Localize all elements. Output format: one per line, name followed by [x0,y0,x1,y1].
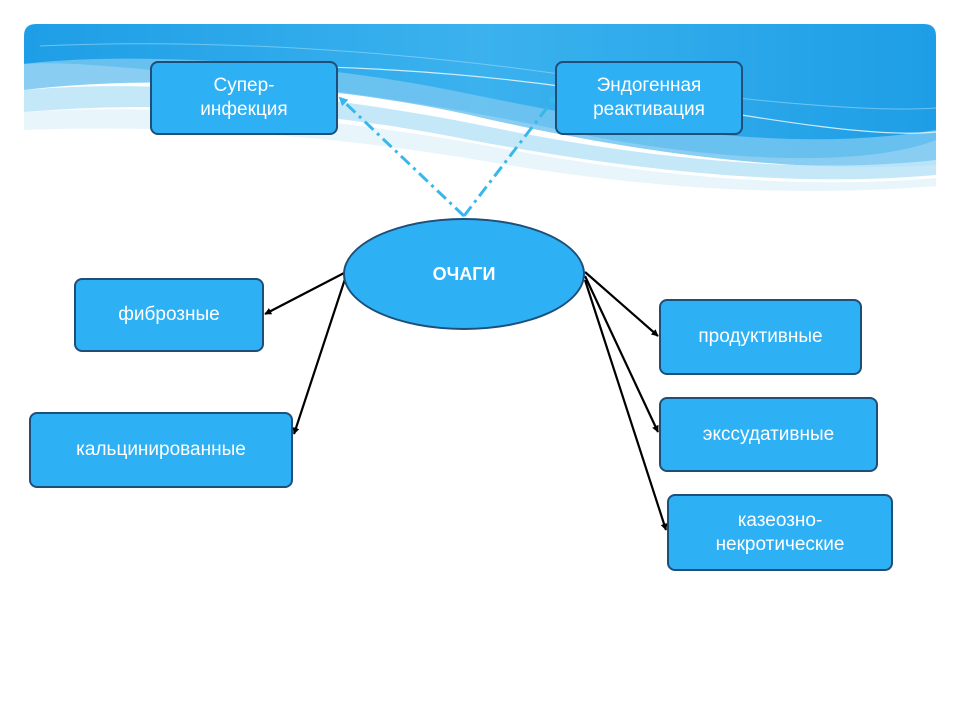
node-productive: продуктивные [659,299,862,375]
node-fibrous: фиброзные [74,278,264,352]
node-endogenous-reactivation: Эндогенная реактивация [555,61,743,135]
dashed-arrow-endogenous [462,94,558,217]
node-exudative: экссудативные [659,397,878,472]
center-node-label: ОЧАГИ [432,263,496,284]
arrow-caseous [583,279,668,531]
arrow-calcified [292,275,348,435]
center-node-ochagi: ОЧАГИ [343,218,585,330]
arrow-fibrous [264,271,347,315]
node-superinfection: Супер- инфекция [150,61,338,135]
node-calcified: кальцинированные [29,412,293,488]
dashed-arrow-superinfection [338,96,466,218]
arrow-exudative [584,275,659,433]
arrow-productive [584,271,659,337]
node-caseous-necrotic: казеозно- некротические [667,494,893,571]
